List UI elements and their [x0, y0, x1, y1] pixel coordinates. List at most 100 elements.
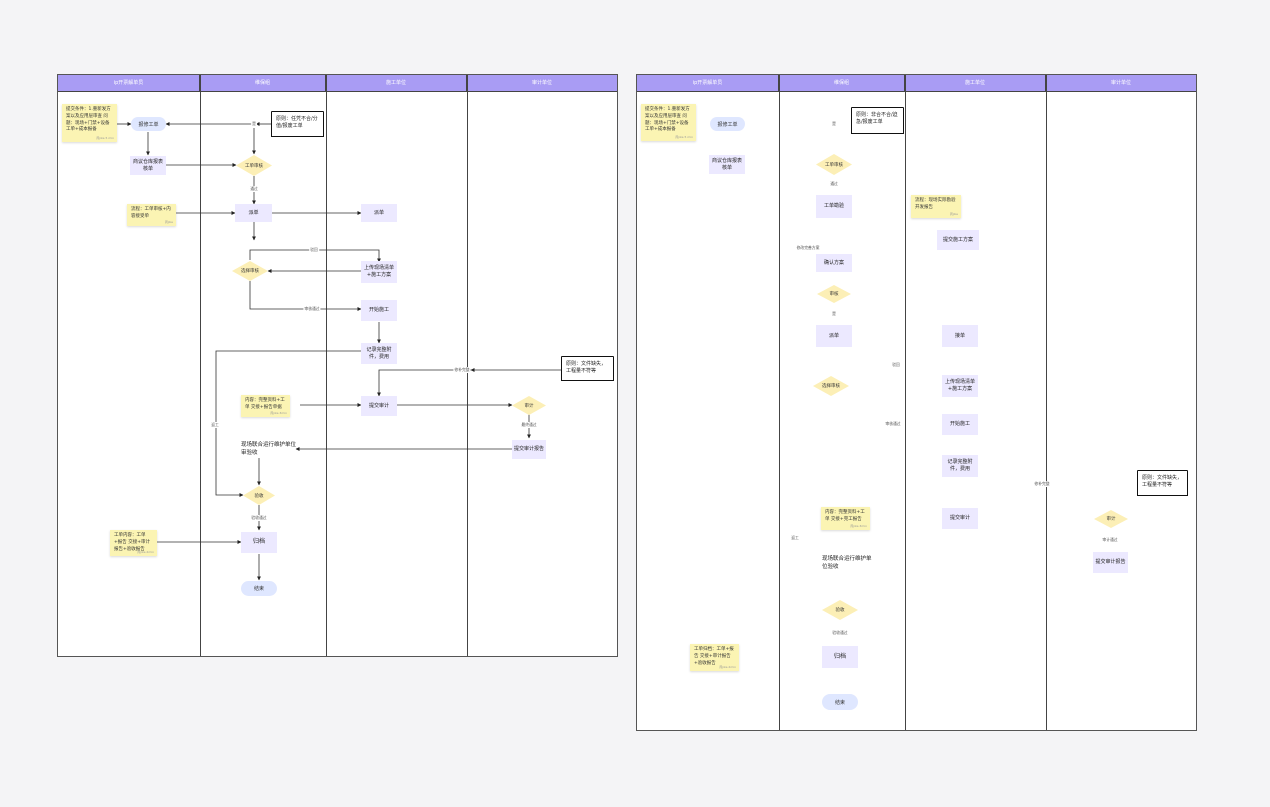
- sticky-note-assign[interactable]: 流程：工单审核+内容接受单 周jike: [127, 204, 176, 226]
- lane-header-3: 施工单位: [326, 75, 467, 92]
- process-dispatch[interactable]: 派单: [361, 204, 397, 222]
- lane-divider: [200, 75, 201, 656]
- decision-audit[interactable]: 审计: [512, 396, 546, 415]
- end-terminal[interactable]: 结束: [822, 694, 858, 710]
- edge-label-audit-done: 审计通过: [1101, 537, 1119, 543]
- sticky-text: 流程：现场实际勘验开发报告: [915, 198, 956, 210]
- decision-order-review[interactable]: 工单审核: [236, 155, 272, 176]
- sticky-author: 周jike: [164, 219, 173, 224]
- sticky-text: 提交条件：1.重新发方案以及应用层审查 问题：现场+门禁+设备工单+成本报备: [645, 107, 690, 133]
- sticky-author: 周jike: [949, 211, 958, 216]
- edge-label-reject: 驳回: [891, 362, 901, 368]
- decision-review[interactable]: 审核: [817, 285, 851, 303]
- edge-label-plan-fix: 修改完善方案: [795, 245, 821, 251]
- process-archive[interactable]: 归档: [241, 532, 277, 553]
- process-start-construction[interactable]: 开始施工: [942, 414, 978, 435]
- diamond-shape: [822, 600, 858, 620]
- edge-label-accept-ok: 验收通过: [831, 630, 849, 636]
- decision-audit[interactable]: 审计: [1094, 510, 1128, 528]
- decision-label: 验收: [254, 493, 264, 499]
- sticky-text: 流程：工单审核+内容接受单: [131, 207, 171, 219]
- end-terminal[interactable]: 结束: [241, 581, 277, 596]
- edge-label-accept-ok: 验收通过: [250, 515, 268, 521]
- process-plan-submit[interactable]: 提交施工方案: [937, 230, 979, 250]
- process-submit-audit[interactable]: 提交审计: [361, 396, 397, 416]
- edge-label-yes: 是: [251, 121, 257, 127]
- sticky-author: 周jike·3min: [850, 523, 867, 528]
- process-assign[interactable]: 派单: [235, 204, 272, 222]
- sticky-author: 周jike·2min: [719, 664, 736, 669]
- diamond-shape: [817, 285, 851, 303]
- lane-divider: [1046, 75, 1047, 730]
- diamond-shape: [243, 486, 275, 505]
- lane-header-1: ip开票解单员: [58, 75, 200, 92]
- lane-header-4: 审计单位: [467, 75, 617, 92]
- lane-header-4: 审计单位: [1046, 75, 1196, 92]
- document-audit-rule[interactable]: 原则：文件缺失，工程量不符等: [1137, 470, 1188, 496]
- decision-acceptance[interactable]: 验收: [822, 600, 858, 620]
- diamond-shape: [512, 396, 546, 415]
- lane-header-2: 维保组: [779, 75, 905, 92]
- process-analysis[interactable]: 商议仓库报表核单: [130, 156, 166, 175]
- decision-label: 选择审核: [241, 269, 259, 274]
- process-upload[interactable]: 上传现场清单+施工方案: [361, 261, 397, 283]
- joint-acceptance-text: 现场联合运行维护单位验收: [822, 556, 872, 571]
- edge-label-pass: 通过: [829, 181, 839, 187]
- edge-label-complete: 修补完整: [1033, 481, 1051, 487]
- sticky-note-submit[interactable]: 内容：完整资料+工单 交接+报告单据 周jike·3min: [241, 395, 290, 417]
- flowchart-frame-right: ip开票解单员 维保组 施工单位 审计单位: [636, 74, 1197, 731]
- edge-label-rework: 返工: [790, 535, 800, 541]
- sticky-note-trigger[interactable]: 提交条件：1.重新发方案以及应用层审查 问题：现场+门禁+设备工单+成本报备 周…: [62, 104, 117, 142]
- sticky-note-archive[interactable]: 工单内容：工单+报告 交接+审计报告+验收报告 周jike·2min: [110, 530, 157, 556]
- document-rule[interactable]: 原则：任凭不合/分值/报废工单: [271, 111, 324, 137]
- diamond-shape: [816, 154, 852, 175]
- process-survey[interactable]: 工单勘验: [816, 195, 852, 218]
- sticky-text: 提交条件：1.重新发方案以及应用层审查 问题：现场+门禁+设备工单+成本报备: [66, 107, 111, 133]
- diamond-shape: [813, 376, 849, 396]
- sticky-note-survey[interactable]: 流程：现场实际勘验开发报告 周jike: [911, 195, 961, 218]
- decision-label: 工单审核: [825, 162, 843, 168]
- decision-order-review[interactable]: 工单审核: [816, 154, 852, 175]
- sticky-note-archive[interactable]: 工单归档：工单+报告 交接+审计报告+验收报告 周jike·2min: [690, 644, 739, 671]
- sticky-text: 内容：完整资料+工单 交接+完工报告: [825, 510, 865, 522]
- diamond-shape: [232, 261, 268, 281]
- edge-label-pass: 通过: [249, 186, 259, 192]
- process-start-construction[interactable]: 开始施工: [361, 300, 397, 321]
- process-audit-report[interactable]: 提交审计报告: [512, 440, 546, 459]
- sticky-note-trigger[interactable]: 提交条件：1.重新发方案以及应用层审查 问题：现场+门禁+设备工单+成本报备 周…: [641, 104, 696, 141]
- process-record[interactable]: 记录完整附件，费用: [361, 343, 397, 364]
- edge-label-approved: 审核通过: [303, 306, 321, 312]
- start-terminal[interactable]: 报修工单: [131, 117, 166, 131]
- process-submit-audit[interactable]: 提交审计: [942, 508, 978, 529]
- document-audit-rule[interactable]: 原则：文件缺失，工程量不符等: [561, 356, 614, 381]
- process-plan-confirm[interactable]: 确认方案: [816, 254, 852, 272]
- lane-divider: [905, 75, 906, 730]
- lane-header-1: ip开票解单员: [637, 75, 779, 92]
- process-archive[interactable]: 归档: [822, 646, 858, 668]
- decision-label: 选择审核: [822, 384, 840, 389]
- joint-acceptance-text: 现场联合运行维护单位审验收: [241, 442, 297, 457]
- start-terminal[interactable]: 报修工单: [710, 117, 745, 131]
- edge-label-rework: 返工: [210, 422, 220, 428]
- sticky-text: 工单内容：工单+报告 交接+审计报告+验收报告: [114, 533, 150, 552]
- process-dispatch[interactable]: 派单: [816, 325, 852, 347]
- process-receive[interactable]: 接单: [942, 325, 978, 347]
- diamond-shape: [236, 155, 272, 176]
- process-record[interactable]: 记录完整附件，费用: [942, 455, 978, 477]
- edge-label-complete: 修补完整: [453, 367, 471, 373]
- decision-label: 验收: [835, 608, 845, 613]
- decision-plan-review[interactable]: 选择审核: [813, 376, 849, 396]
- lane-header-2: 维保组: [200, 75, 326, 92]
- document-rule[interactable]: 原则：非合不合/迫急/报废工单: [851, 107, 904, 134]
- decision-acceptance[interactable]: 验收: [243, 486, 275, 505]
- decision-label: 审核: [829, 292, 839, 297]
- decision-label: 审计: [1106, 517, 1116, 522]
- lane-divider: [467, 75, 468, 656]
- process-analysis[interactable]: 商议仓库报表核单: [709, 155, 745, 174]
- process-upload[interactable]: 上传现场清单+施工方案: [942, 375, 978, 397]
- lane-divider: [779, 75, 780, 730]
- sticky-note-submit[interactable]: 内容：完整资料+工单 交接+完工报告 周jike·3min: [821, 507, 870, 530]
- decision-plan-review[interactable]: 选择审核: [232, 261, 268, 281]
- process-audit-report[interactable]: 提交审计报告: [1093, 552, 1128, 573]
